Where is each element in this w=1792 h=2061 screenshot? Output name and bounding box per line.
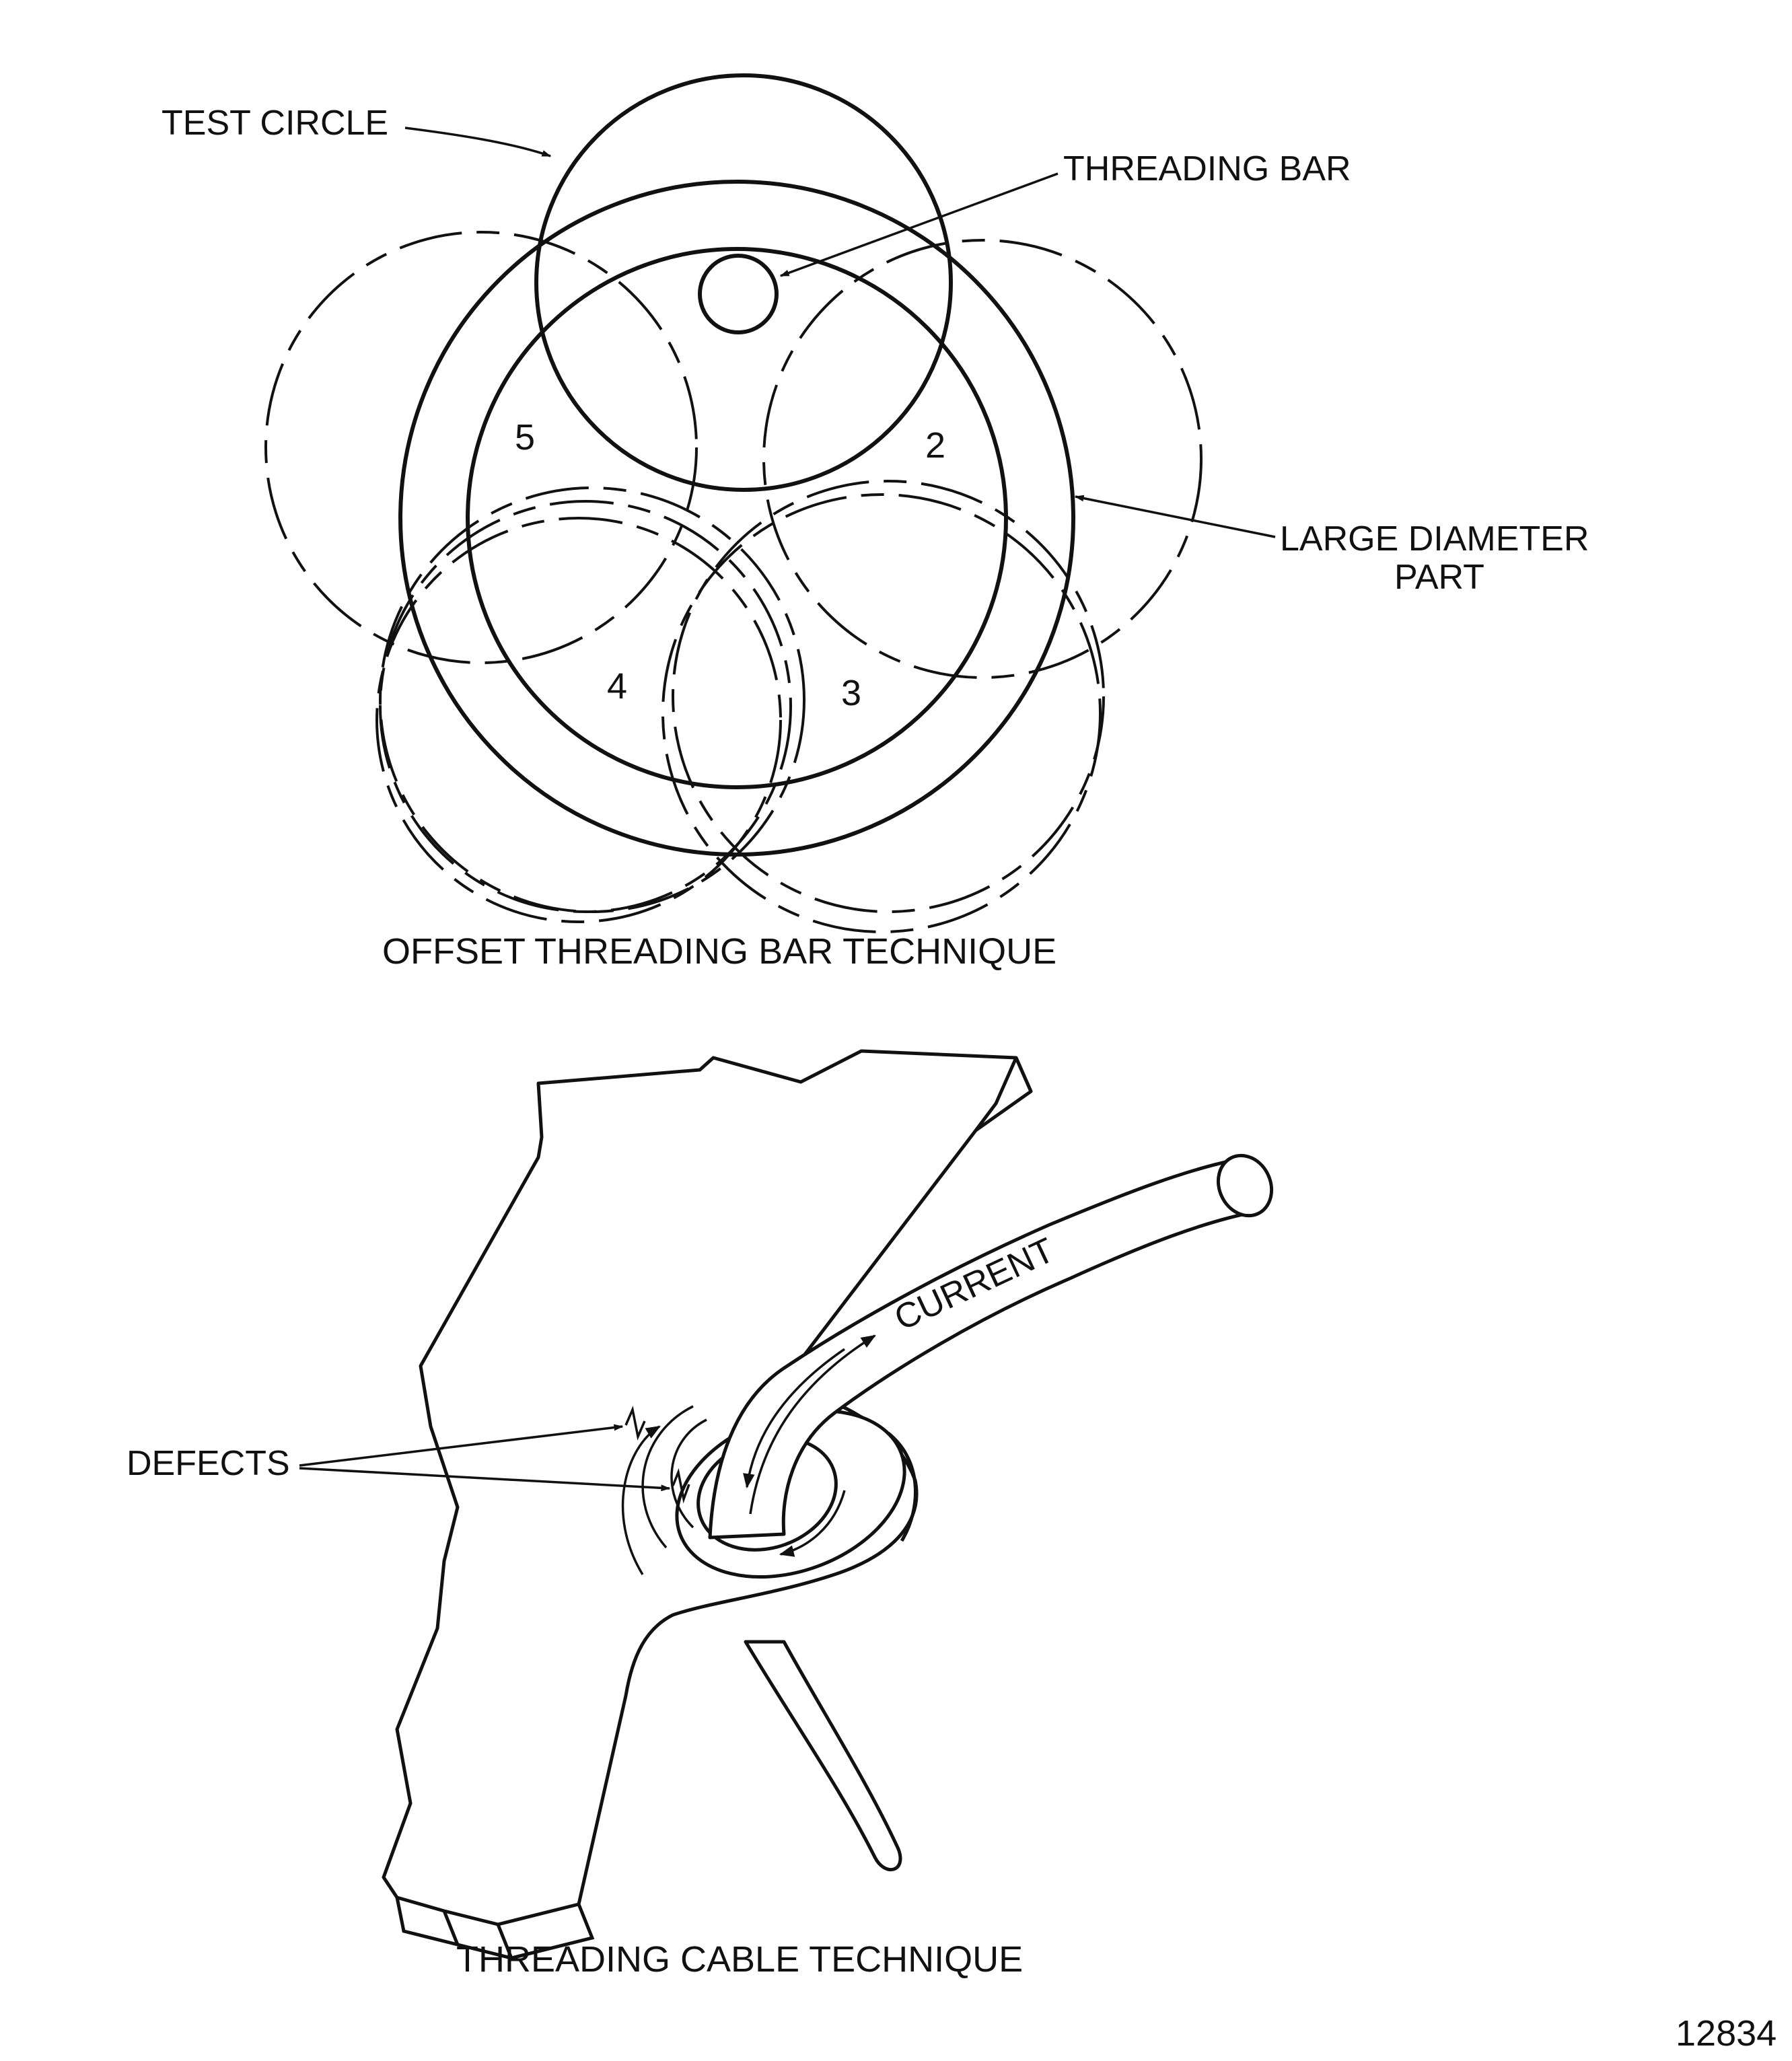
offset-test-circle-bottom-right [661, 493, 1102, 933]
defects-leader-upper [299, 1424, 624, 1467]
large-diameter-label-line2: PART [1394, 558, 1484, 597]
defects-label: DEFECTS [127, 1444, 290, 1483]
test-circle-label: TEST CIRCLE [162, 104, 388, 143]
defect-mark-lower [672, 1468, 690, 1504]
cable-end [1216, 1153, 1274, 1218]
threading-bar-leader [779, 172, 1059, 277]
part-bottom-face-divider-1 [442, 1910, 460, 1945]
ring-thickness [887, 1432, 917, 1542]
field-arc-2 [641, 1405, 694, 1549]
threading-bar-label: THREADING BAR [1063, 149, 1351, 188]
field-arc-1 [670, 1418, 707, 1529]
large-diameter-leader [1074, 495, 1276, 538]
current-arrow-up [749, 1334, 876, 1515]
offset-threading-caption: OFFSET THREADING BAR TECHNIQUE [382, 931, 1056, 972]
position-4: 4 [607, 666, 627, 707]
threading-cable-diagram: CURRENT DEFECTS THREADING CABLE TECHNIQU… [127, 1049, 1274, 1980]
large-diameter-part-inner [466, 247, 1008, 789]
current-arrow-down [743, 1348, 845, 1489]
part-top-edge [974, 1056, 1033, 1132]
large-diameter-part-outer [398, 180, 1075, 857]
threading-bar [698, 254, 779, 334]
offset-test-circle-bottom-far-left [375, 517, 782, 923]
test-circle-leader [404, 126, 552, 157]
offset-threading-bar-diagram: 5 2 4 3 TEST CIRCLE THREADING BAR LARGE … [162, 73, 1589, 972]
offset-test-circle-lower-right [672, 480, 1105, 913]
position-2: 2 [925, 425, 945, 466]
cable-lower-strand [744, 1640, 902, 1871]
position-3: 3 [841, 673, 861, 713]
position-5: 5 [515, 417, 535, 458]
threading-cable-caption: THREADING CABLE TECHNIQUE [456, 1939, 1023, 1980]
test-circle [534, 73, 953, 492]
figure-number: 12834 [1676, 2013, 1777, 2054]
current-arrow-ring [779, 1490, 846, 1557]
part-bottom-face [395, 1897, 595, 1960]
defects-leader-lower [299, 1467, 671, 1492]
offset-test-circle-lower-left [379, 500, 792, 913]
large-diameter-label-line1: LARGE DIAMETER [1280, 519, 1589, 558]
part-bottom-face-divider-2 [496, 1924, 513, 1959]
offset-test-circle-bottom-left [379, 486, 805, 913]
offset-test-circle-left [264, 231, 698, 664]
offset-test-circle-right [762, 239, 1203, 679]
defect-mark-upper [624, 1406, 646, 1441]
